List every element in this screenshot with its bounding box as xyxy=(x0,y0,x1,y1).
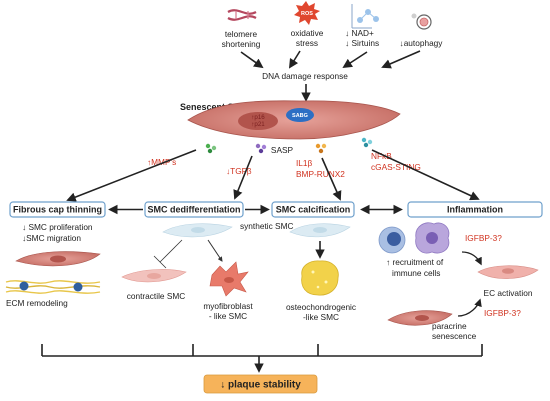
sabg-blob-icon xyxy=(286,108,314,122)
arrow-immune-to-ec xyxy=(461,251,482,266)
inhibit-bar-contractile xyxy=(153,255,167,269)
outcome-bracket xyxy=(41,344,483,357)
osteochondrogenic-cell-icon xyxy=(301,260,339,296)
arrow-sasp-to-dediff xyxy=(233,155,253,200)
ecm-remodeling-label: ECM remodeling xyxy=(6,298,68,308)
arrow-to-myofibroblast xyxy=(207,239,223,262)
inflammation-box xyxy=(407,201,543,218)
sasp-label: SASP xyxy=(271,145,294,155)
sabg-label: SABG xyxy=(292,113,308,119)
bmp-runx2-label: BMP-RUNX2 xyxy=(296,169,345,179)
p21-marker: ↑p21 xyxy=(251,121,265,128)
contractile-smc-cell-icon xyxy=(121,269,187,283)
arrow-sasp-to-fibrous xyxy=(66,149,197,202)
sirtuins-label: ↓ Sirtuins xyxy=(345,38,379,48)
ros-burst-icon: ROS xyxy=(294,1,320,25)
senescent-smc-label: Senescent SMC xyxy=(180,102,248,112)
autophagy-icon xyxy=(411,13,432,30)
outcome-box xyxy=(203,374,318,394)
myofibroblast-label-2: - like SMC xyxy=(209,311,247,321)
molecule-icon xyxy=(351,4,379,29)
igfbp-bottom-label: IGFBP-3? xyxy=(484,308,521,318)
arrow-telomere-to-dna xyxy=(240,51,264,69)
fibrous-cap-box xyxy=(9,201,106,218)
contractile-smc-label: contractile SMC xyxy=(127,291,186,301)
arrow-oxidative-to-dna xyxy=(288,50,301,69)
calcification-box xyxy=(271,201,355,218)
arrow-sasp-to-calc xyxy=(321,157,342,201)
calc-smc-cell-icon xyxy=(289,223,351,238)
smc-migration-label: ↓SMC migration xyxy=(22,233,81,243)
p16-marker: ↑p16 xyxy=(251,114,265,121)
nfkb-label: NFκB xyxy=(371,151,392,161)
sasp-particles-icon xyxy=(205,137,373,154)
tgfb-label: ↓TGFβ xyxy=(226,166,252,176)
arrow-paracrine-to-ec xyxy=(457,298,482,317)
telomere-label-1: telomere xyxy=(225,29,258,39)
myofibroblast-label-1: myofibroblast xyxy=(203,301,253,311)
inhibit-line-contractile xyxy=(159,239,183,263)
smc-proliferation-label: ↓ SMC proliferation xyxy=(22,222,93,232)
ros-badge-text: ROS xyxy=(301,11,313,17)
ecm-fibers-icon xyxy=(5,280,101,294)
calcification-title: SMC calcification xyxy=(276,205,351,215)
cgas-sting-label: cGAS-STING xyxy=(371,162,421,172)
endothelial-cell-icon xyxy=(477,265,539,279)
myofibroblast-cell-icon xyxy=(209,261,249,297)
il1b-label: IL1β xyxy=(296,158,313,168)
synthetic-smc-label: synthetic SMC xyxy=(240,221,293,231)
immune-cell-blue-icon xyxy=(378,226,406,254)
arrow-autophagy-to-dna xyxy=(381,50,421,69)
mmps-label: ↑MMP's xyxy=(147,157,176,167)
immune-cell-purple-icon xyxy=(415,222,450,254)
fibrous-smc-cell-icon xyxy=(15,251,101,267)
inflammation-title: Inflammation xyxy=(447,205,503,215)
oxidative-label-1: oxidative xyxy=(291,28,324,38)
osteochondrogenic-label-2: -like SMC xyxy=(303,312,339,322)
osteochondrogenic-label-1: osteochondrogenic xyxy=(286,302,356,312)
immune-recruitment-label-2: immune cells xyxy=(392,268,440,278)
dedifferentiation-title: SMC dedifferentiation xyxy=(147,205,240,215)
plaque-stability-label: ↓ plaque stability xyxy=(220,380,301,391)
fibrous-cap-title: Fibrous cap thinning xyxy=(13,205,102,215)
immune-recruitment-label-1: ↑ recruitment of xyxy=(386,257,444,267)
paracrine-label-2: senescence xyxy=(432,331,477,341)
oxidative-label-2: stress xyxy=(296,38,318,48)
dedifferentiation-box xyxy=(144,201,244,218)
paracrine-smc-cell-icon xyxy=(387,310,453,326)
autophagy-label: ↓autophagy xyxy=(400,38,444,48)
paracrine-label-1: paracrine xyxy=(432,321,467,331)
telomere-label-2: shortening xyxy=(222,39,261,49)
synthetic-smc-cell-icon xyxy=(162,223,233,238)
arrow-sasp-to-inflam xyxy=(371,149,480,201)
telomere-icon xyxy=(227,9,257,21)
igfbp-top-label: IGFBP-3? xyxy=(465,233,502,243)
dna-damage-response: DNA damage response xyxy=(262,71,348,81)
arrow-nad-to-dna xyxy=(342,51,368,69)
nad-label: ↓ NAD+ xyxy=(345,28,374,38)
ec-activation-label: EC activation xyxy=(484,288,533,298)
